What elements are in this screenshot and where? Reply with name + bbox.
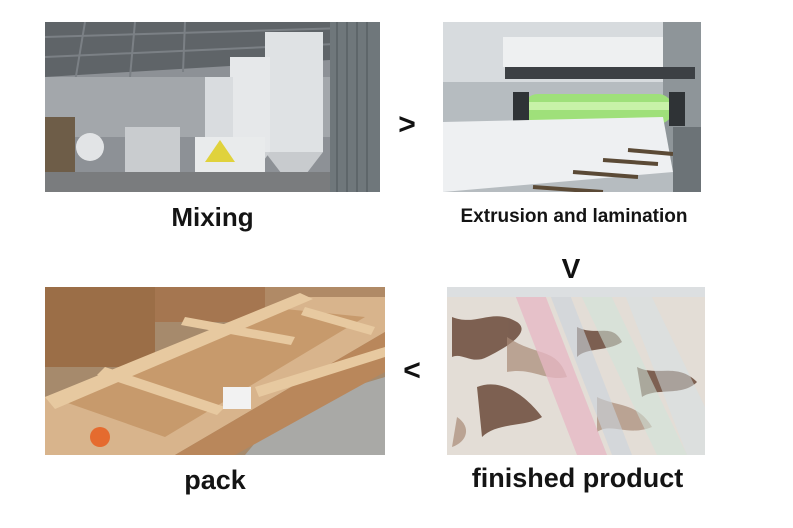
mixing-photo bbox=[45, 22, 380, 192]
step-label-pack: pack bbox=[184, 465, 246, 495]
arrow-down-icon: V bbox=[561, 253, 581, 284]
step-label-finished-product: finished product bbox=[471, 463, 684, 493]
arrow-left-icon: < bbox=[403, 354, 421, 387]
pack-photo bbox=[45, 287, 385, 455]
step-label-extrusion: Extrusion and lamination bbox=[460, 206, 688, 227]
finished-product-photo bbox=[447, 287, 705, 455]
extrusion-photo bbox=[443, 22, 701, 192]
step-label-mixing: Mixing bbox=[171, 202, 254, 232]
arrow-right-icon: > bbox=[398, 108, 416, 141]
